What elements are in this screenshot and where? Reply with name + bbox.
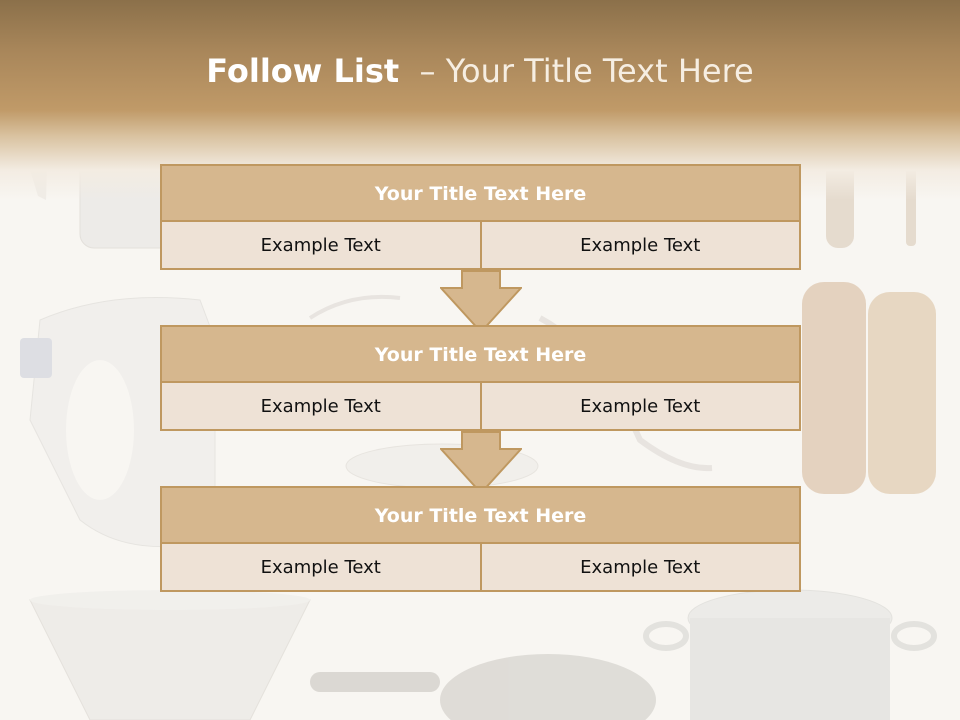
down-arrow-icon <box>440 431 522 495</box>
list-block-right-text: Example Text <box>479 544 799 590</box>
colander-icon <box>29 590 311 720</box>
cooking-pot-icon <box>643 589 937 720</box>
down-arrow-icon <box>440 270 522 334</box>
list-block-row: Example Text Example Text <box>162 222 799 268</box>
list-block-title: Your Title Text Here <box>162 488 799 544</box>
list-block-row: Example Text Example Text <box>162 544 799 590</box>
list-block-2: Your Title Text Here Example Text Exampl… <box>160 325 801 431</box>
list-block-row: Example Text Example Text <box>162 383 799 429</box>
list-block-1: Your Title Text Here Example Text Exampl… <box>160 164 801 270</box>
slide-title: Follow List – Your Title Text Here <box>0 52 960 90</box>
list-block-left-text: Example Text <box>162 222 480 268</box>
list-block-left-text: Example Text <box>162 383 480 429</box>
slide-title-rest: – Your Title Text Here <box>399 52 754 90</box>
frying-pan-icon <box>310 654 656 720</box>
list-block-title: Your Title Text Here <box>162 166 799 222</box>
slide-title-bold: Follow List <box>206 52 400 90</box>
list-block-title: Your Title Text Here <box>162 327 799 383</box>
list-block-left-text: Example Text <box>162 544 480 590</box>
list-block-3: Your Title Text Here Example Text Exampl… <box>160 486 801 592</box>
pepper-mill-icon <box>802 282 866 494</box>
list-block-right-text: Example Text <box>479 222 799 268</box>
salt-shaker-icon <box>868 292 936 494</box>
list-block-right-text: Example Text <box>479 383 799 429</box>
